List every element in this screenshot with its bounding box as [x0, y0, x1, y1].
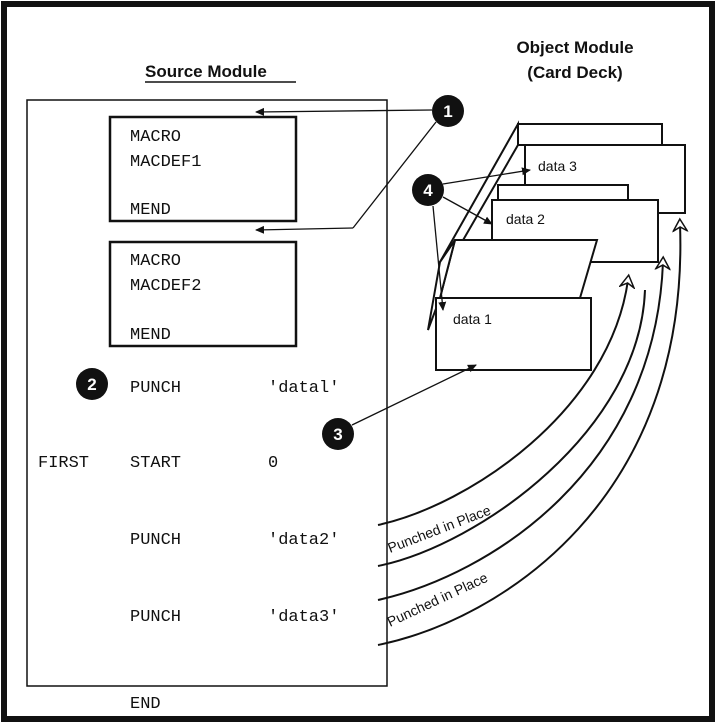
card-1	[435, 297, 592, 371]
card-1-label: data 1	[453, 311, 492, 327]
callout-1	[432, 95, 464, 127]
callout-2-number: 2	[87, 375, 96, 394]
punch-curve-2-outer	[377, 262, 663, 601]
arrow-1-to-macro1	[255, 107, 433, 116]
arrow-4-to-card2	[442, 196, 493, 225]
callout-1-number: 1	[443, 102, 452, 121]
arrow-3-to-card1	[351, 364, 477, 426]
card-2-label: data 2	[506, 211, 545, 227]
source-module-title: Source Module	[145, 62, 267, 81]
card-3-top	[517, 123, 663, 146]
macro1-line: MACRO	[130, 128, 181, 147]
stmt-op: PUNCH	[130, 608, 181, 627]
object-module-title: Object Module	[516, 38, 633, 57]
stmt-label: FIRST	[38, 454, 89, 473]
punched-in-place-label-1: Punched in Place	[385, 502, 493, 556]
callout-4	[412, 174, 444, 206]
stmt-op: END	[130, 695, 161, 714]
macro2-line: MACRO	[130, 252, 181, 271]
macro1-line: MEND	[130, 201, 171, 220]
card-1-top	[438, 239, 599, 299]
object-module-subtitle: (Card Deck)	[527, 63, 622, 82]
stmt-op: PUNCH	[130, 379, 181, 398]
stmt-operand: 'datal'	[268, 379, 339, 398]
stmt-operand: 'data3'	[268, 608, 339, 627]
punched-in-place-label-2: Punched in Place	[385, 569, 491, 630]
source-module-box	[26, 99, 388, 687]
callout-4-number: 4	[423, 181, 433, 200]
stmt-operand: 0	[268, 454, 278, 473]
macro1-line: MACDEF1	[130, 153, 201, 172]
stmt-op: PUNCH	[130, 531, 181, 550]
punch-curve-1-outer	[377, 280, 628, 526]
arrow-1-diag	[352, 121, 437, 229]
callout-3	[322, 418, 354, 450]
arrow-4-to-card3	[442, 167, 531, 185]
arrow-4-to-card1	[432, 205, 447, 311]
macro-box-2	[108, 240, 298, 348]
callout-3-number: 3	[333, 425, 342, 444]
card-2-top	[497, 184, 629, 201]
callout-2	[76, 368, 108, 400]
macro2-line: MACDEF2	[130, 277, 201, 296]
macro-box-1	[108, 115, 298, 223]
punch-curve-2-inner	[377, 224, 680, 646]
stmt-op: START	[130, 454, 181, 473]
macro2-line: MEND	[130, 326, 171, 345]
punch-curve-1-inner	[377, 289, 646, 567]
card-3-label: data 3	[538, 158, 577, 174]
stmt-operand: 'data2'	[268, 531, 339, 550]
arrow-1-to-macro2	[255, 225, 354, 234]
card-deck: data 3 data 2 data 1	[427, 120, 686, 371]
